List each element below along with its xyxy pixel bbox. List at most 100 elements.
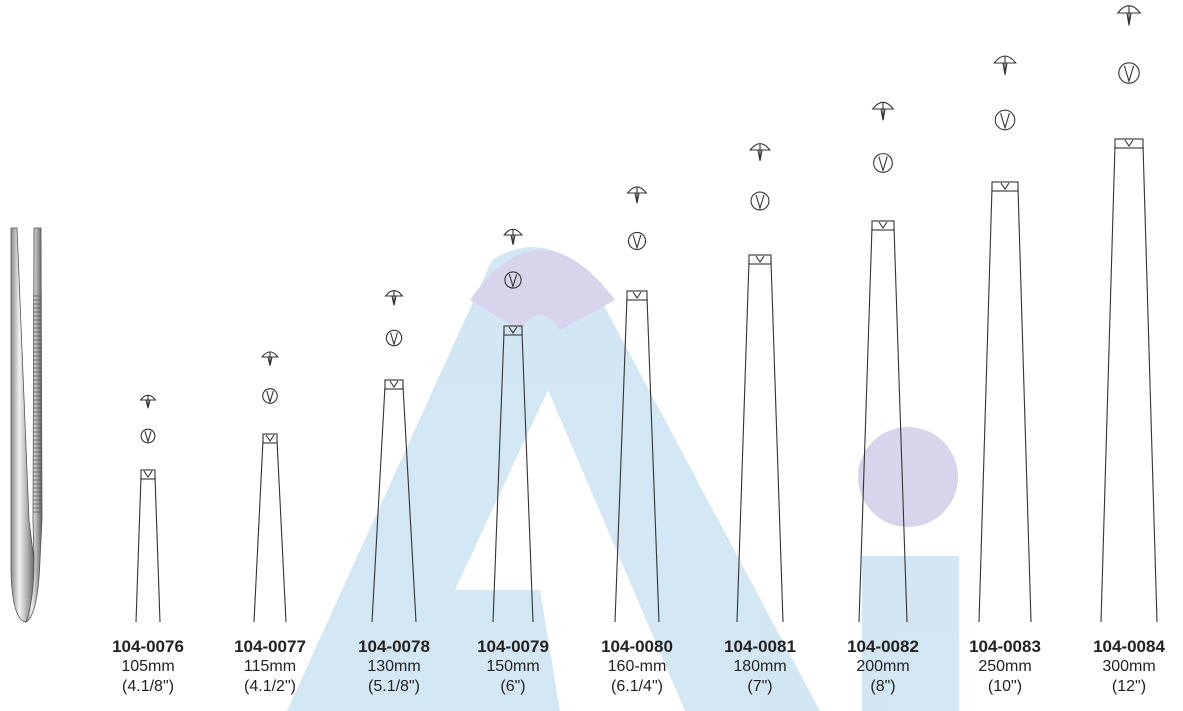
- item-inches: (6"): [500, 678, 526, 695]
- jaw-right-line: [646, 296, 660, 623]
- jaw-right-line: [521, 331, 534, 623]
- jaw-left-line: [135, 475, 142, 623]
- jaw-left-line: [253, 439, 264, 623]
- instrument-104-0077: [253, 351, 287, 623]
- item-length: 160-mm: [607, 658, 667, 675]
- jaw-right-line: [402, 385, 417, 623]
- jaw-left-line: [736, 260, 750, 623]
- tip-outline: [503, 325, 523, 336]
- item-code: 104-0077: [234, 637, 306, 656]
- tip-end-view: [749, 143, 771, 161]
- tip-end-view: [871, 101, 895, 121]
- tip-profile-v: [144, 431, 152, 444]
- tip-outline: [140, 469, 156, 480]
- tip-outline: [262, 433, 278, 444]
- tip-end-view: [626, 186, 648, 204]
- jaw-right-line: [1017, 187, 1032, 623]
- item-code: 104-0084: [1093, 637, 1165, 656]
- forceps-photo-serration: [33, 295, 41, 513]
- watermark-i-dot: [858, 427, 958, 527]
- tip-end-view: [139, 394, 157, 409]
- tip-outline: [991, 181, 1019, 192]
- item-inches: (12"): [1111, 678, 1147, 695]
- item-code: 104-0078: [358, 637, 430, 656]
- instrument-104-0084: [1100, 5, 1158, 623]
- item-label-104-0083: 104-0083 250mm (10"): [950, 637, 1060, 697]
- tip-outline: [748, 254, 772, 265]
- instrument-104-0082: [858, 101, 908, 623]
- jaw-left-line: [492, 331, 505, 623]
- tip-teeth: [143, 470, 153, 478]
- item-inches: (6.1/4"): [611, 678, 663, 695]
- item-code: 104-0083: [969, 637, 1041, 656]
- item-length: 115mm: [243, 658, 297, 675]
- jaw-right-line: [1142, 144, 1158, 623]
- instrument-104-0080: [614, 186, 660, 623]
- jaw-right-line: [154, 475, 161, 623]
- jaw-left-line: [858, 226, 873, 623]
- item-inches: (4.1/8"): [122, 678, 174, 695]
- item-length: 300mm: [1102, 658, 1156, 675]
- tip-profile-v: [878, 156, 888, 173]
- jaw-right-line: [893, 226, 908, 623]
- tip-outline: [626, 290, 648, 301]
- jaw-left-line: [1100, 144, 1116, 623]
- tip-profile-v: [1123, 65, 1135, 84]
- tip-end-view: [503, 228, 523, 245]
- tip-outline: [384, 379, 404, 390]
- item-length: 250mm: [978, 658, 1032, 675]
- tip-teeth: [1124, 139, 1134, 147]
- jaw-right-line: [770, 260, 784, 623]
- tip-teeth: [508, 326, 518, 334]
- tip-end-view: [1116, 5, 1142, 26]
- tip-end-view: [384, 290, 404, 306]
- tip-teeth: [265, 434, 275, 442]
- watermark-a-shape: [287, 247, 820, 711]
- forceps-photo-left-blade: [10, 227, 36, 623]
- jaw-right-line: [276, 439, 287, 623]
- tip-profile-circle: [994, 109, 1016, 131]
- tip-teeth: [389, 380, 399, 388]
- item-label-104-0077: 104-0077 115mm (4.1/2"): [215, 637, 325, 697]
- item-inches: (4.1/2"): [244, 678, 296, 695]
- tip-profile-v: [1000, 112, 1010, 130]
- watermark-logo: [287, 247, 959, 711]
- item-label-104-0084: 104-0084 300mm (12"): [1074, 637, 1183, 697]
- forceps-photo: [10, 227, 43, 623]
- item-length: 130mm: [367, 658, 421, 675]
- tip-teeth: [632, 291, 642, 299]
- tip-end-view: [993, 55, 1017, 75]
- item-inches: (7"): [747, 678, 773, 695]
- tip-teeth: [878, 221, 888, 229]
- jaw-left-line: [371, 385, 386, 623]
- tip-profile-v: [266, 390, 274, 404]
- item-code: 104-0079: [477, 637, 549, 656]
- item-label-104-0081: 104-0081 180mm (7"): [705, 637, 815, 697]
- forceps-photo-right-blade: [25, 227, 43, 623]
- tip-profile-circle: [1118, 62, 1140, 84]
- item-length: 180mm: [733, 658, 787, 675]
- tip-teeth: [755, 255, 765, 263]
- tip-outline: [871, 220, 895, 231]
- item-code: 104-0076: [112, 637, 184, 656]
- tip-profile-v: [390, 332, 398, 347]
- item-inches: (5.1/8"): [368, 678, 420, 695]
- tip-teeth: [1000, 182, 1010, 190]
- tip-profile-v: [632, 234, 642, 250]
- watermark-a-top: [470, 250, 615, 330]
- item-inches: (8"): [870, 678, 896, 695]
- item-length: 200mm: [856, 658, 910, 675]
- watermark-i-bar: [862, 556, 959, 711]
- instrument-104-0083: [978, 55, 1032, 623]
- item-inches: (10"): [987, 678, 1023, 695]
- tip-outline: [1114, 138, 1144, 149]
- item-label-104-0078: 104-0078 130mm (5.1/8"): [339, 637, 449, 697]
- jaw-left-line: [978, 187, 993, 623]
- instrument-104-0079: [492, 228, 534, 623]
- item-code: 104-0081: [724, 637, 796, 656]
